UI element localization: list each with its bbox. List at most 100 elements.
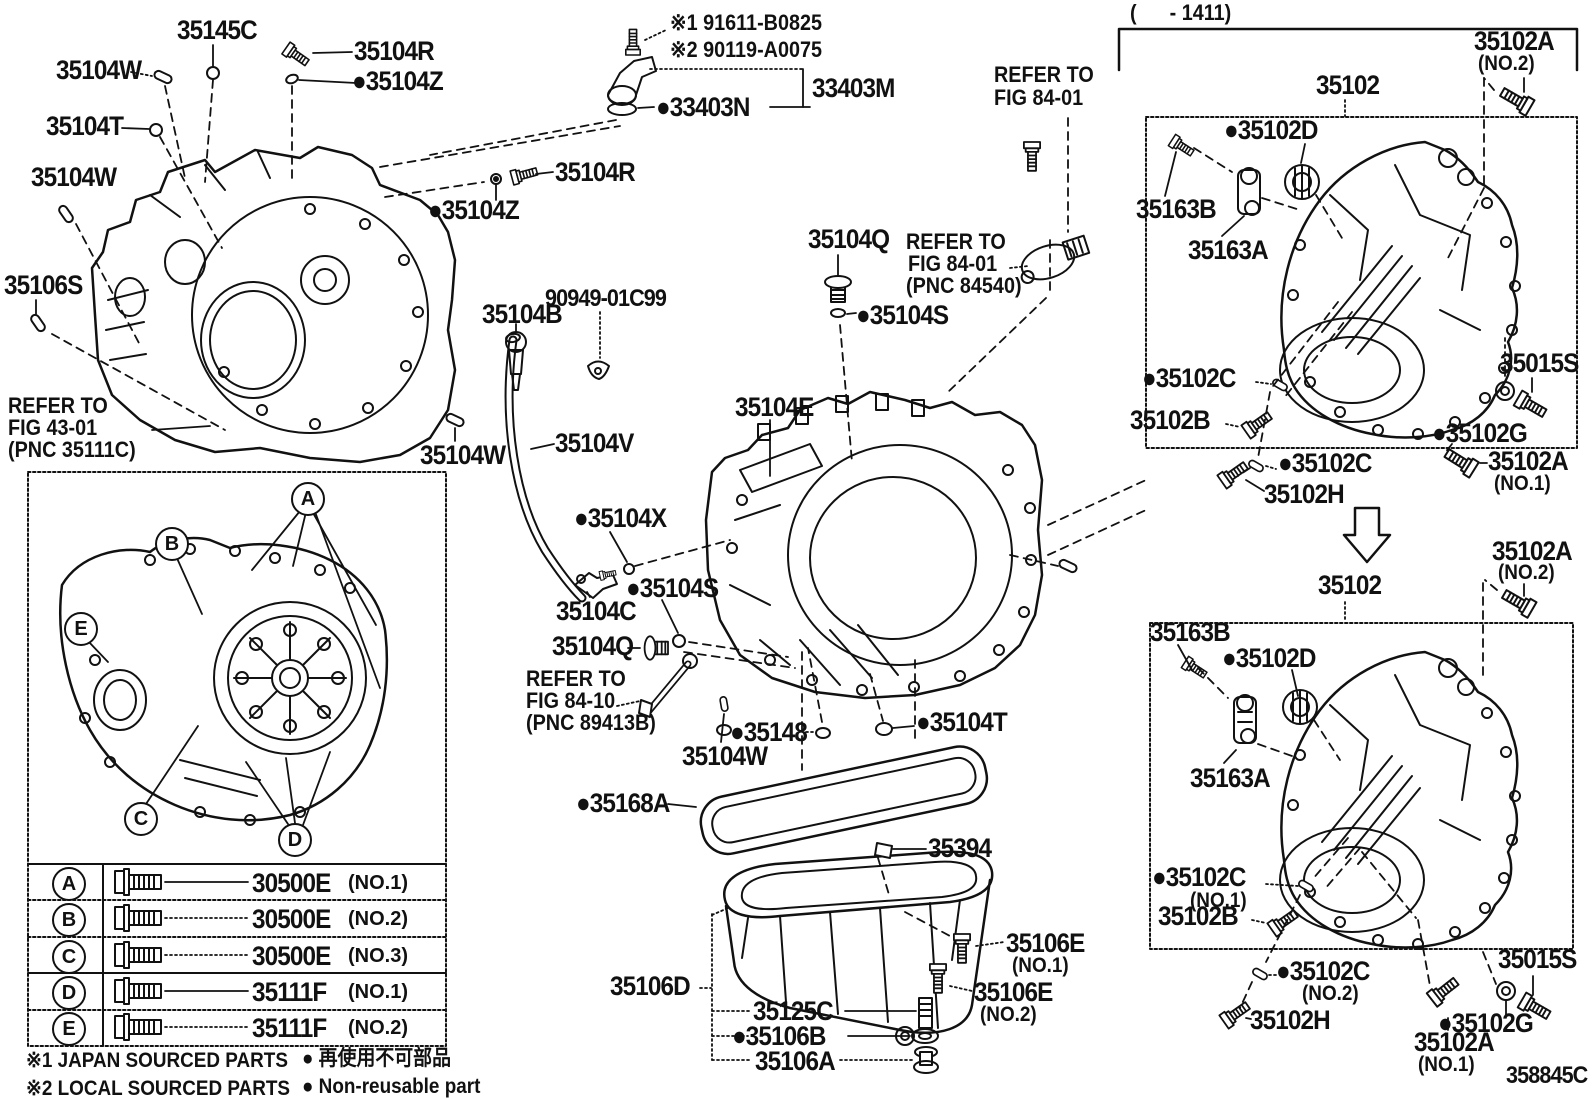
callout-35163b-1: 35163B: [1136, 194, 1217, 224]
refer-fig8401-mid-2: FIG 84-01: [908, 251, 998, 276]
callout-35106s: 35106S: [4, 270, 83, 300]
callout-35168a: ●35168A: [576, 788, 670, 818]
callout-35102h-1: 35102H: [1264, 479, 1345, 509]
callout-91611-b0825: ※1 91611-B0825: [670, 10, 823, 35]
callout-35102a-top: 35102A: [1474, 26, 1555, 56]
arrow-down-icon: [1342, 506, 1392, 564]
callout-35106e-2: 35106E: [974, 977, 1053, 1007]
callout-35102c-4-no: (NO.2): [1302, 982, 1359, 1005]
callout-35106b: ●35106B: [732, 1021, 826, 1051]
callout-35102b-1: 35102B: [1130, 405, 1211, 435]
view-letter-d: D: [278, 823, 312, 857]
callout-35104v: 35104V: [555, 428, 634, 458]
refer-fig8410-1: REFER TO: [526, 666, 626, 691]
footnote-nonreusable-jp: ● 再使用不可部品: [302, 1047, 451, 1070]
dashed-lines: [51, 77, 1506, 1009]
view-letter-b: B: [155, 527, 189, 561]
callout-35104s-1: ●35104S: [856, 300, 949, 330]
callout-90119-a0075: ※2 90119-A0075: [670, 37, 823, 62]
view-letter-a: A: [291, 482, 325, 516]
table-letter-d: D: [52, 976, 86, 1010]
callout-35106d: 35106D: [610, 971, 691, 1001]
refer-fig4301-1: REFER TO: [8, 393, 108, 418]
callout-35102c-4: ●35102C: [1276, 956, 1370, 986]
small-part-icons: [28, 28, 1554, 1074]
callout-35102d-1: ●35102D: [1224, 115, 1318, 145]
leader-lines: [35, 29, 1534, 1061]
callout-35102a-no1-box1-no: (NO.1): [1494, 472, 1551, 495]
callout-variant-range: ( - 1411): [1130, 0, 1232, 25]
oil-pan-gasket: [699, 745, 989, 856]
callout-35102c-1: ●35102C: [1142, 363, 1236, 393]
footnote-japan-sourced: ※1 JAPAN SOURCED PARTS: [26, 1049, 288, 1072]
box1-parts: [1167, 133, 1550, 440]
table-part-35111f-1: 35111F: [252, 977, 327, 1007]
drawing-number: 358845C: [1506, 1062, 1588, 1089]
table-part-35111f-2: 35111F: [252, 1013, 327, 1043]
callout-35106e-1: 35106E: [1006, 928, 1085, 958]
table-letter-b: B: [52, 903, 86, 937]
callout-35102a-no1-box1: 35102A: [1488, 446, 1569, 476]
callout-35394: 35394: [928, 833, 992, 863]
callout-35102-box1: 35102: [1316, 70, 1380, 100]
transmission-case-top-left: [90, 145, 457, 464]
callout-35104w-4: 35104W: [682, 741, 768, 771]
callout-35104c: 35104C: [556, 596, 637, 626]
table-no-30500e-2: (NO.2): [348, 908, 408, 930]
callout-35104w-1: 35104W: [56, 55, 142, 85]
callout-35102g-1: ●35102G: [1432, 418, 1528, 448]
transmission-case-box2: [1278, 650, 1522, 951]
table-bolt-icons: [114, 868, 162, 1041]
callout-35104x: ●35104X: [574, 503, 667, 533]
transmission-case-center: [704, 390, 1044, 700]
callout-35015s-2: 35015S: [1498, 944, 1577, 974]
table-no-30500e-1: (NO.1): [348, 872, 408, 894]
callout-35102d-2: ●35102D: [1222, 643, 1316, 673]
refer-fig8410-2: FIG 84-10: [526, 688, 616, 713]
callout-35102-box2: 35102: [1318, 570, 1382, 600]
callout-35102c-3: ●35102C: [1152, 862, 1246, 892]
refer-fig4301-3: (PNC 35111C): [8, 437, 136, 462]
callout-35104e: 35104E: [735, 392, 814, 422]
table-no-35111f-2: (NO.2): [348, 1017, 408, 1039]
callout-35106a: 35106A: [755, 1046, 836, 1076]
callout-35104q-2: 35104Q: [552, 631, 634, 661]
callout-35102c-2: ●35102C: [1278, 448, 1372, 478]
callout-35015s-1: 35015S: [1500, 348, 1579, 378]
callout-35102a-btm: 35102A: [1414, 1027, 1495, 1057]
callout-35102c-3-no: (NO.1): [1190, 889, 1247, 912]
view-letter-c: C: [124, 802, 158, 836]
callout-35106e-2-no: (NO.2): [980, 1003, 1037, 1026]
refer-fig8401-mid-1: REFER TO: [906, 229, 1006, 254]
callout-90949-01c99: 90949-01C99: [545, 285, 667, 312]
box2-parts: [1180, 655, 1318, 938]
table-letter-c: C: [52, 940, 86, 974]
callout-33403n: ●33403N: [656, 92, 750, 122]
callout-35163a-1: 35163A: [1188, 235, 1269, 265]
footnote-nonreusable-en: ● Non-reusable part: [302, 1075, 481, 1098]
table-letter-e: E: [52, 1012, 86, 1046]
transmission-case-box1: [1278, 140, 1522, 441]
callout-35104q-1: 35104Q: [808, 224, 890, 254]
callout-35102g-2: ●35102G: [1438, 1008, 1534, 1038]
callout-35104z-2: ●35104Z: [428, 195, 520, 225]
footnote-local-sourced: ※2 LOCAL SOURCED PARTS: [26, 1077, 291, 1099]
filler-tube: [504, 332, 587, 603]
callout-35104w-2: 35104W: [31, 162, 117, 192]
refer-fig4301-2: FIG 43-01: [8, 415, 98, 440]
callout-33403m: 33403M: [812, 73, 895, 103]
callout-35104t-2: ●35104T: [916, 707, 1008, 737]
table-no-35111f-1: (NO.1): [348, 981, 408, 1003]
refer-fig8401-top-1: REFER TO: [994, 62, 1094, 87]
callout-35163b-2: 35163B: [1150, 617, 1231, 647]
table-part-30500e-2: 30500E: [252, 904, 331, 934]
refer-fig8401-top-2: FIG 84-01: [994, 85, 1084, 110]
callout-35106e-1-no: (NO.1): [1012, 954, 1069, 977]
callout-35102b-2: 35102B: [1158, 901, 1239, 931]
table-part-30500e-1: 30500E: [252, 868, 331, 898]
callout-35104r-2: 35104R: [555, 157, 636, 187]
callout-35102h-2: 35102H: [1250, 1005, 1331, 1035]
callout-35125c: 35125C: [753, 996, 834, 1026]
